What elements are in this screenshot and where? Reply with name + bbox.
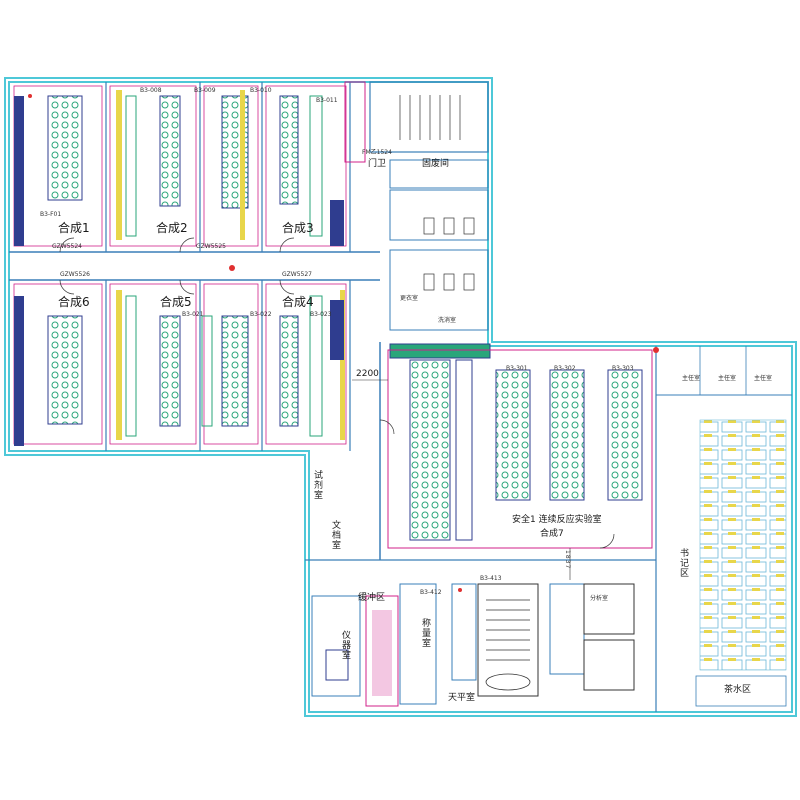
room-label-door-office: 门卫: [368, 159, 387, 169]
dimension-corridor: 2200: [356, 369, 379, 379]
room-label-balance-room: 天平室: [448, 693, 476, 703]
west-benches: [14, 90, 345, 446]
room-label-tea-room: 茶水区: [724, 685, 752, 695]
room-label-locker: 更衣室: [400, 295, 419, 302]
equipment-code: B3-011: [316, 97, 338, 104]
room-label-waste-room: 固废间: [422, 159, 450, 169]
service-core: [344, 81, 491, 359]
room-label-safety-lab: 安全1 连续反应实验室: [512, 515, 602, 525]
equipment-code: B3-023: [310, 311, 332, 318]
room-label-synthesis-4: 合成4: [282, 295, 314, 309]
room-label-buffer-zone: 缓冲区: [358, 593, 386, 603]
room-label-synthesis-3: 合成3: [282, 221, 314, 235]
room-label-reagent-room: 试剂室: [312, 470, 322, 500]
doors: [59, 237, 615, 549]
room-label-office-a: 主任室: [682, 375, 701, 382]
room-label-document-room: 文档室: [330, 520, 340, 550]
room-label-synthesis-1: 合成1: [58, 221, 90, 235]
equipment-code: B3-303: [612, 365, 634, 372]
south-block: [305, 559, 656, 707]
equipment-code: B3-413: [480, 575, 502, 582]
room-label-office-b: 主任室: [718, 375, 737, 382]
equipment-code: B3-010: [250, 87, 272, 94]
equipment-code: B3-021: [182, 311, 204, 318]
equipment-code: B3-412: [420, 589, 442, 596]
room-label-analysis-room: 分析室: [590, 595, 609, 602]
room-label-wash-room: 洗消室: [438, 317, 457, 324]
equipment-code: B3-302: [554, 365, 576, 372]
room-label-synthesis-5: 合成5: [160, 295, 192, 309]
room-label-synthesis-7: 合成7: [540, 529, 564, 539]
equipment-code: B3-301: [506, 365, 528, 372]
room-label-synthesis-2: 合成2: [156, 221, 188, 235]
equipment-code: B3-022: [250, 311, 272, 318]
equipment-code: GZW5526: [60, 271, 90, 278]
equipment-code: GZW5527: [282, 271, 312, 278]
equipment-code: B3-008: [140, 87, 162, 94]
equipment-code: B3-F01: [40, 211, 62, 218]
dimension-stair: 1837: [564, 550, 571, 570]
dimension-lines: [352, 379, 571, 580]
room-label-instrument-room: 仪器室: [340, 630, 350, 660]
accent-marks: [28, 94, 659, 592]
room-label-synthesis-6: 合成6: [58, 295, 90, 309]
east-wing: [379, 342, 792, 712]
equipment-code: GZW5525: [196, 243, 226, 250]
room-label-weighing-room: 称量室: [420, 618, 430, 648]
equipment-code: FM乙1524: [362, 149, 392, 156]
equipment-code: B3-009: [194, 87, 216, 94]
room-label-secretary-area: 书记区: [678, 548, 688, 578]
equipment-code: GZW5524: [52, 243, 82, 250]
room-label-office-c: 主任室: [754, 375, 773, 382]
